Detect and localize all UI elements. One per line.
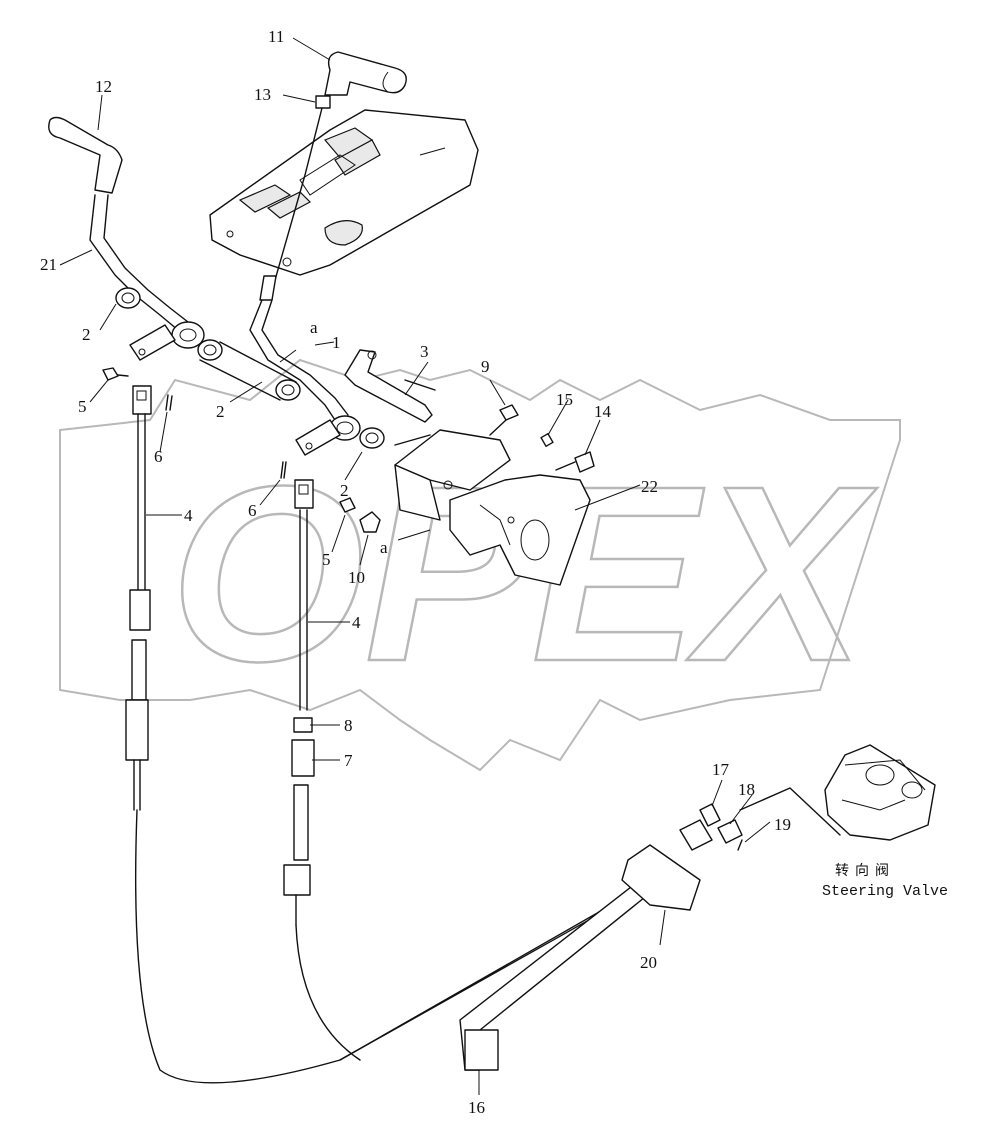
cable-right: [283, 479, 315, 926]
callout-6-a: 6: [154, 447, 163, 466]
bushings: [115, 287, 385, 449]
callout-14: 14: [594, 402, 612, 421]
watermark-gear-outline: [59, 358, 901, 772]
callout-15: 15: [556, 390, 573, 409]
cable-left: [125, 385, 152, 811]
callout-2-c: 2: [340, 481, 349, 500]
watermark: OPEX: [59, 358, 901, 772]
console-cover: [209, 109, 479, 276]
caption-chinese: 转向阀: [835, 863, 895, 879]
callout-16: 16: [468, 1098, 485, 1117]
callout-17: 17: [712, 760, 730, 779]
shift-lever-assembly: [249, 51, 407, 456]
caption-english: Steering Valve: [822, 883, 948, 900]
bolts-pins: [102, 367, 595, 533]
bracket-22: [394, 429, 591, 586]
callout-12: 12: [95, 77, 112, 96]
callout-21: 21: [40, 255, 57, 274]
callout-8: 8: [344, 716, 353, 735]
callout-7: 7: [344, 751, 353, 770]
callout-2-b: 2: [216, 402, 225, 421]
shaft-3: [344, 349, 433, 423]
callout-3: 3: [420, 342, 429, 361]
callout-5-a: 5: [78, 397, 87, 416]
callout-a-bottom: a: [380, 538, 388, 557]
callout-9: 9: [481, 357, 490, 376]
leader-lines: [59, 37, 771, 1095]
callout-a-top: a: [310, 318, 318, 337]
callout-labels: 11 13 12 21 2 2 2 a 1 3 5 5 6 6 4 4 8 7 …: [40, 27, 791, 1117]
callout-1: 1: [332, 333, 341, 352]
callout-18: 18: [738, 780, 755, 799]
callout-10: 10: [348, 568, 365, 587]
callout-6-b: 6: [248, 501, 257, 520]
callout-4-b: 4: [352, 613, 361, 632]
lever-21-assembly: [48, 116, 205, 361]
callout-11: 11: [268, 27, 284, 46]
callout-22: 22: [641, 477, 658, 496]
callout-20: 20: [640, 953, 657, 972]
callout-5-b: 5: [322, 550, 331, 569]
cable-routing: [134, 787, 841, 1084]
callout-4-a: 4: [184, 506, 193, 525]
callout-2-a: 2: [82, 325, 91, 344]
callout-13: 13: [254, 85, 271, 104]
steering-valve-caption: 转向阀 Steering Valve: [822, 863, 948, 900]
callout-19: 19: [774, 815, 791, 834]
steering-valve: [824, 744, 936, 841]
